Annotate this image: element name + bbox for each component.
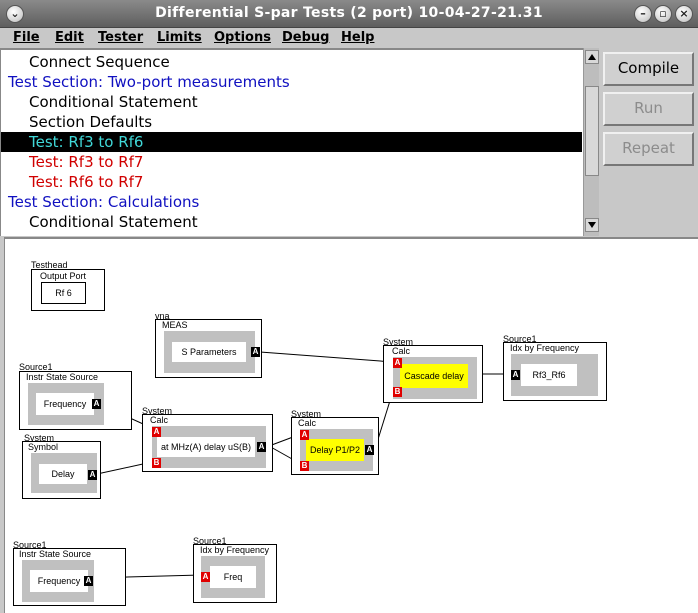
- wire-vna-to-cascade: [259, 351, 394, 363]
- symbol-block[interactable]: Symbol Delay A: [22, 441, 101, 499]
- calc-cascade-type: Calc: [392, 346, 411, 356]
- src-freq2-label: Frequency: [30, 570, 88, 592]
- calc-mid-input-b[interactable]: B: [152, 458, 161, 468]
- menu-tester[interactable]: Tester: [98, 30, 144, 45]
- symbol-type: Symbol: [28, 442, 59, 452]
- menu-bar: File Edit Tester Limits Options Debug He…: [0, 28, 698, 48]
- calc-p1p2-type: Calc: [298, 418, 317, 428]
- repeat-button[interactable]: Repeat: [603, 132, 694, 166]
- vna-output-port[interactable]: A: [251, 347, 260, 357]
- sequence-item[interactable]: Test Section: Calculations: [8, 193, 200, 211]
- maximize-icon[interactable]: ▫: [654, 5, 672, 23]
- calc-cascade-input-b[interactable]: B: [393, 387, 402, 397]
- calc-cascade-category: System: [383, 337, 414, 347]
- idx-freq-label: Freq: [210, 566, 256, 588]
- scroll-down-icon[interactable]: [585, 218, 599, 232]
- idx-rf3-output-port[interactable]: A: [511, 370, 520, 380]
- symbol-category: System: [24, 433, 55, 443]
- menu-limits[interactable]: Limits: [157, 30, 202, 45]
- idx-rf3-block[interactable]: Idx by Frequency Rf3_Rf6 A: [503, 342, 607, 401]
- symbol-label: Delay: [39, 464, 87, 484]
- src-freq2-block[interactable]: Instr State Source Frequency A: [13, 548, 126, 606]
- window-menu-icon[interactable]: ⌄: [6, 5, 24, 23]
- idx-freq-type: Idx by Frequency: [200, 545, 270, 555]
- sequence-item[interactable]: Section Defaults: [29, 113, 153, 131]
- calc-p1p2-output-port[interactable]: A: [365, 445, 374, 455]
- idx-rf3-label: Rf3_Rf6: [521, 364, 577, 386]
- calc-p1p2-label: Delay P1/P2: [306, 439, 364, 461]
- sequence-item[interactable]: Test: Rf3 to Rf6: [1, 132, 582, 152]
- run-button[interactable]: Run: [603, 92, 694, 126]
- title-bar: ⌄ Differential S-par Tests (2 port) 10-0…: [0, 0, 698, 28]
- symbol-output-port[interactable]: A: [88, 470, 97, 480]
- src-freq-category: Source1: [19, 362, 53, 372]
- compile-button[interactable]: Compile: [603, 52, 694, 86]
- window-title: Differential S-par Tests (2 port) 10-04-…: [155, 5, 543, 21]
- testhead-block[interactable]: Output Port Rf 6: [31, 269, 105, 311]
- sequence-item[interactable]: Test: Rf6 to Rf7: [29, 173, 144, 191]
- menu-file[interactable]: File: [13, 30, 40, 45]
- calc-mid-category: System: [142, 406, 173, 416]
- src-freq2-type: Instr State Source: [19, 549, 92, 559]
- sequence-scrollbar[interactable]: [583, 48, 599, 236]
- sequence-item[interactable]: Conditional Statement: [29, 213, 198, 231]
- src-freq-output-port[interactable]: A: [92, 399, 101, 409]
- vna-type: MEAS: [162, 320, 188, 330]
- src-freq2-output-port[interactable]: A: [84, 576, 93, 586]
- calc-p1p2-category: System: [291, 409, 322, 419]
- sequence-item[interactable]: Test: Rf3 to Rf7: [29, 153, 144, 171]
- calc-cascade-block[interactable]: Calc Cascade delay A B: [383, 345, 483, 403]
- calc-mid-input-a[interactable]: A: [152, 427, 161, 437]
- calc-p1p2-input-b[interactable]: B: [300, 461, 309, 471]
- menu-help[interactable]: Help: [341, 30, 375, 45]
- minimize-icon[interactable]: –: [634, 5, 652, 23]
- sequence-item[interactable]: Connect Sequence: [29, 53, 170, 71]
- vna-block[interactable]: MEAS S Parameters A: [155, 319, 262, 378]
- idx-freq-block[interactable]: Idx by Frequency Freq A: [193, 544, 277, 603]
- sequence-item[interactable]: Conditional Statement: [29, 93, 198, 111]
- src-freq2-category: Source1: [13, 540, 47, 550]
- calc-mid-block[interactable]: Calc at MHz(A) delay uS(B) A B A: [142, 414, 273, 472]
- close-icon[interactable]: ×: [675, 5, 693, 23]
- testhead-category: Testhead: [31, 260, 68, 270]
- testhead-label: Rf 6: [41, 282, 86, 304]
- idx-freq-category: Source1: [193, 536, 227, 546]
- scroll-thumb[interactable]: [585, 86, 599, 176]
- sequence-item[interactable]: Test Section: Two-port measurements: [8, 73, 290, 91]
- block-diagram-canvas[interactable]: Testhead Output Port Rf 6 vna MEAS S Par…: [4, 237, 698, 613]
- calc-cascade-label: Cascade delay: [400, 364, 468, 388]
- vna-category: vna: [155, 311, 170, 321]
- src-freq-type: Instr State Source: [26, 372, 99, 382]
- calc-p1p2-block[interactable]: Calc Delay P1/P2 A B A: [291, 417, 379, 475]
- vna-label: S Parameters: [172, 342, 246, 362]
- calc-mid-type: Calc: [150, 415, 169, 425]
- calc-cascade-input-a[interactable]: A: [393, 358, 402, 368]
- src-freq-block[interactable]: Instr State Source Frequency A: [19, 371, 132, 430]
- src-freq-label: Frequency: [36, 393, 94, 415]
- calc-p1p2-input-a[interactable]: A: [300, 430, 309, 440]
- menu-edit[interactable]: Edit: [55, 30, 84, 45]
- menu-debug[interactable]: Debug: [282, 30, 330, 45]
- menu-options[interactable]: Options: [214, 30, 271, 45]
- calc-mid-output-port[interactable]: A: [257, 442, 266, 452]
- testhead-type: Output Port: [40, 271, 87, 281]
- idx-rf3-category: Source1: [503, 334, 537, 344]
- calc-mid-label: at MHz(A) delay uS(B): [157, 437, 255, 457]
- idx-freq-input-a[interactable]: A: [201, 572, 210, 582]
- idx-rf3-type: Idx by Frequency: [510, 343, 580, 353]
- scroll-up-icon[interactable]: [585, 50, 599, 64]
